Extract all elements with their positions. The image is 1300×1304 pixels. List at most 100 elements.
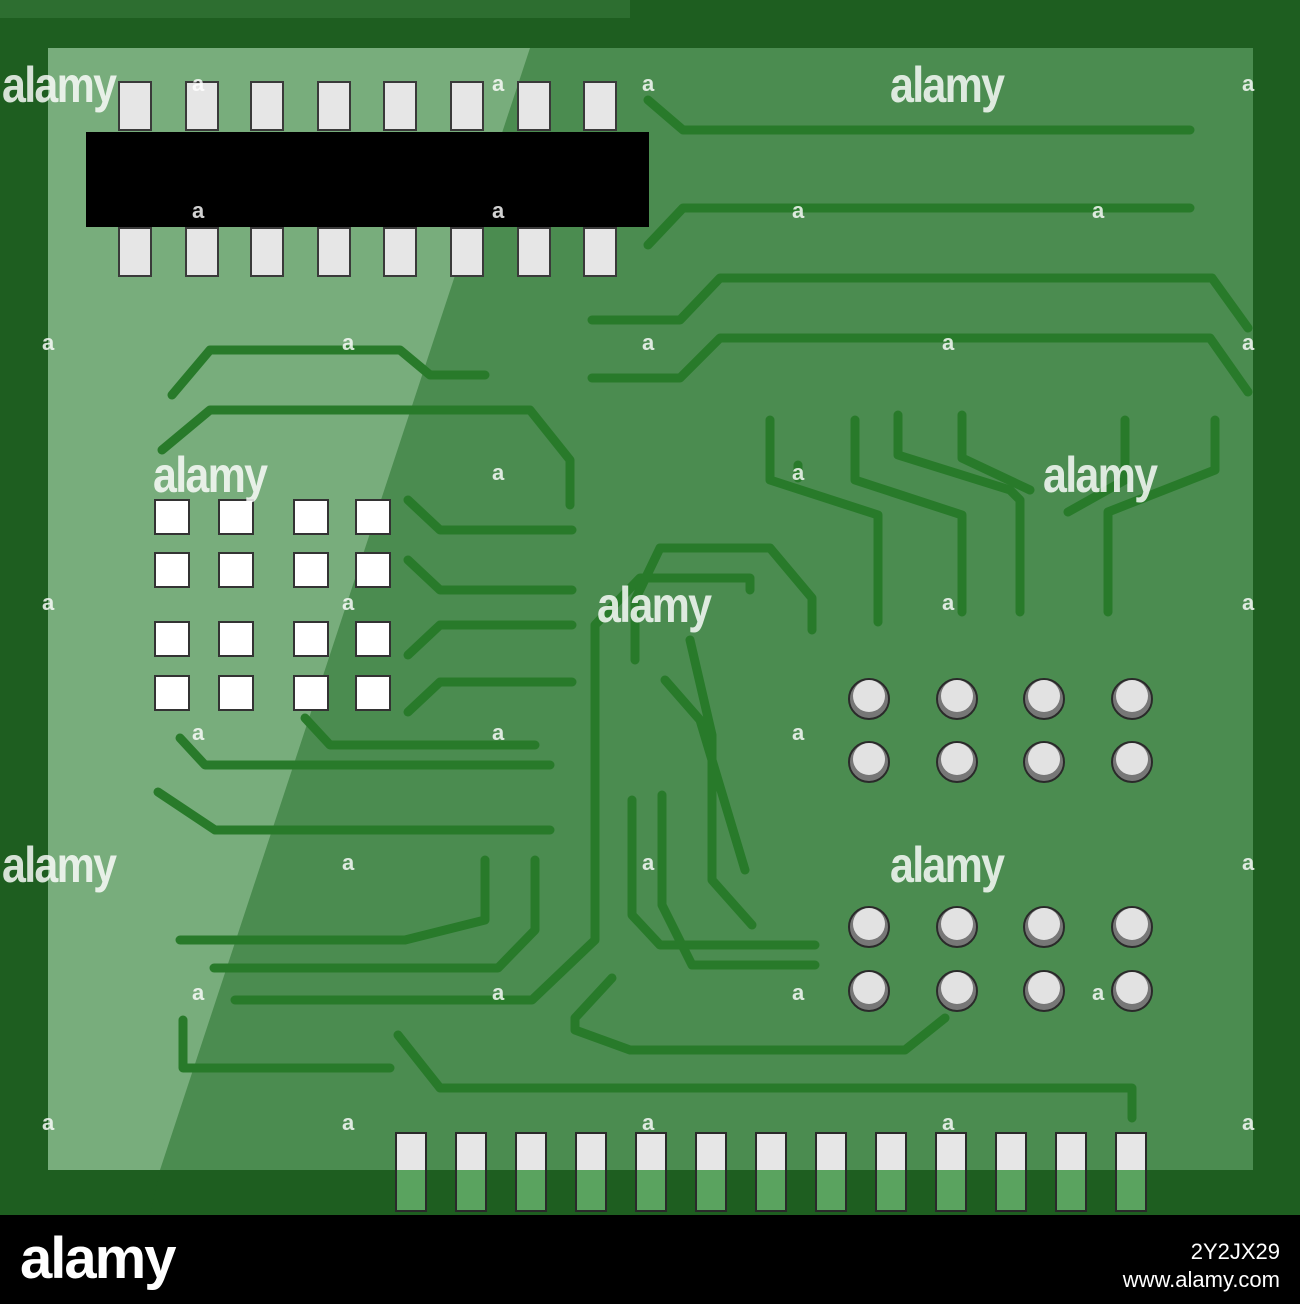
- trace: [175, 855, 490, 945]
- watermark-text: alamy: [597, 577, 712, 633]
- chip-body: [86, 132, 649, 227]
- solder-joint: [936, 678, 978, 720]
- watermark-letter: a: [942, 590, 955, 615]
- watermark-letter: a: [342, 590, 355, 615]
- square-pad: [293, 499, 329, 535]
- chip-pin: [583, 227, 617, 277]
- footer-logo: alamy: [20, 1226, 176, 1291]
- solder-joint-grid-upper: [848, 678, 1153, 783]
- watermark-letter: a: [192, 71, 205, 96]
- trace: [167, 345, 490, 400]
- watermark-letter: a: [1242, 590, 1255, 615]
- chip-pin: [250, 227, 284, 277]
- edge-connector: [395, 1132, 1147, 1212]
- chip-pin: [517, 227, 551, 277]
- watermark-letter: a: [1242, 330, 1255, 355]
- watermark-letter: a: [42, 590, 55, 615]
- trace: [570, 973, 617, 1023]
- square-pad: [154, 552, 190, 588]
- chip-pin: [450, 81, 484, 131]
- square-pad: [218, 499, 254, 535]
- chip-pin: [517, 81, 551, 131]
- chip-pin: [118, 81, 152, 131]
- footer-meta: 2Y2JX29 www.alamy.com: [1123, 1238, 1280, 1293]
- solder-joint: [848, 906, 890, 948]
- trace: [230, 573, 755, 1005]
- chip-pin: [450, 227, 484, 277]
- watermark-letter: a: [1092, 198, 1105, 223]
- trace: [587, 273, 1253, 333]
- watermark-letter: a: [492, 720, 505, 745]
- watermark-letter: a: [192, 720, 205, 745]
- trace: [403, 555, 577, 595]
- footer-bar: [0, 1215, 1300, 1304]
- chip-pin: [250, 81, 284, 131]
- solder-joint: [936, 741, 978, 783]
- trace: [643, 95, 1195, 135]
- chip-pin: [383, 81, 417, 131]
- trace: [627, 795, 820, 950]
- solder-joint: [848, 970, 890, 1012]
- chip-pin: [185, 227, 219, 277]
- trace: [403, 620, 577, 660]
- watermark-letter: a: [342, 330, 355, 355]
- trace: [850, 415, 967, 617]
- footer-url: www.alamy.com: [1122, 1266, 1280, 1292]
- circuit-board-illustration: [0, 0, 1300, 1215]
- watermark-letter: a: [792, 980, 805, 1005]
- connector-pin: [935, 1132, 967, 1212]
- circuit-traces: [153, 95, 1253, 1123]
- watermark-letter: a: [192, 198, 205, 223]
- trace: [403, 677, 577, 717]
- solder-joint: [848, 678, 890, 720]
- trace: [403, 495, 577, 535]
- connector-pin: [815, 1132, 847, 1212]
- watermark-text: alamy: [153, 447, 268, 503]
- solder-joint: [1023, 678, 1065, 720]
- watermark-letter: a: [792, 720, 805, 745]
- watermark-text: alamy: [890, 57, 1005, 113]
- square-pad: [355, 552, 391, 588]
- trace: [765, 415, 883, 627]
- watermark-letter: a: [492, 198, 505, 223]
- watermark-letter: a: [42, 330, 55, 355]
- trace: [587, 333, 1253, 397]
- watermark-text: alamy: [2, 57, 117, 113]
- solder-joint: [1111, 678, 1153, 720]
- watermark-letter: a: [492, 980, 505, 1005]
- trace: [175, 733, 555, 770]
- chip-pins-bottom-row: [118, 227, 617, 277]
- watermark-letter: a: [342, 1110, 355, 1135]
- chip-pin: [583, 81, 617, 131]
- square-pad: [218, 552, 254, 588]
- watermark-text: alamy: [2, 837, 117, 893]
- watermark-letter: a: [642, 330, 655, 355]
- trace: [893, 410, 1025, 617]
- solder-joint: [848, 741, 890, 783]
- solder-joint: [1111, 741, 1153, 783]
- watermark-letter: a: [792, 198, 805, 223]
- watermark-letter: a: [1242, 1110, 1255, 1135]
- board-glare-reflection: [48, 48, 530, 1170]
- trace: [157, 405, 575, 510]
- trace: [685, 635, 757, 930]
- board-frame-highlight: [0, 0, 630, 18]
- square-pad: [154, 499, 190, 535]
- trace: [178, 1015, 395, 1073]
- connector-pin: [695, 1132, 727, 1212]
- solder-joint: [936, 970, 978, 1012]
- watermark-letter: a: [492, 71, 505, 96]
- watermark-letter: a: [642, 850, 655, 875]
- connector-pin: [575, 1132, 607, 1212]
- trace: [153, 787, 555, 835]
- trace: [570, 1013, 950, 1055]
- trace: [957, 410, 1035, 495]
- solder-joint: [1111, 970, 1153, 1012]
- solder-joint: [936, 906, 978, 948]
- watermark-letter: a: [942, 330, 955, 355]
- connector-pin: [1055, 1132, 1087, 1212]
- square-pad: [218, 675, 254, 711]
- square-pad: [293, 675, 329, 711]
- solder-joint-grid-lower: [848, 906, 1153, 1012]
- square-pad: [218, 621, 254, 657]
